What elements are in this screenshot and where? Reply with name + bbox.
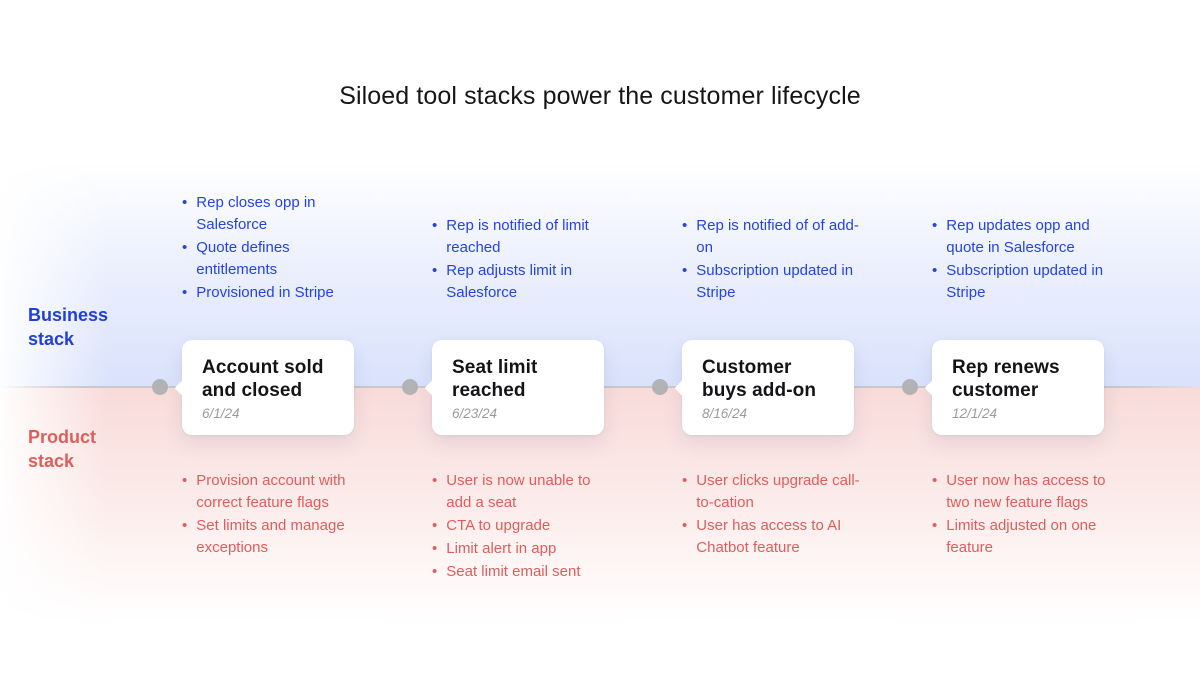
bullet-icon: • [932,517,938,534]
bullet-item: • Rep adjusts limit in Salesforce [432,260,610,304]
bullet-text: Provision account with correct feature f… [196,472,346,511]
milestone-card-renewal: Rep renews customer 12/1/24 [932,340,1104,435]
bullet-text: Limits adjusted on one feature [946,517,1097,556]
bullet-icon: • [682,517,688,534]
bullet-text: Rep is notified of of add-on [696,217,859,256]
milestone-card-account-sold: Account sold and closed 6/1/24 [182,340,354,435]
bullet-icon: • [432,563,438,580]
bullet-item: • Rep closes opp in Salesforce [182,192,360,236]
timeline-dot-1 [152,379,168,395]
milestone-card-seat-limit: Seat limit reached 6/23/24 [432,340,604,435]
bullet-item: • Rep updates opp and quote in Salesforce [932,215,1110,259]
bullet-text: Provisioned in Stripe [196,284,334,301]
bullet-text: Seat limit email sent [446,563,581,580]
product-items-renewal: • User now has access to two new feature … [932,470,1114,560]
bullet-item: • Limits adjusted on one feature [932,515,1114,559]
product-items-account-sold: • Provision account with correct feature … [182,470,364,560]
timeline-dot-2 [402,379,418,395]
bullet-text: User is now unable to add a seat [446,472,591,511]
bullet-text: User clicks upgrade call-to-cation [696,472,860,511]
bullet-item: • User now has access to two new feature … [932,470,1114,514]
bullet-item: • Set limits and manage exceptions [182,515,364,559]
bullet-icon: • [432,217,438,234]
business-items-add-on: • Rep is notified of of add-on • Subscripti… [682,185,860,305]
business-items-account-sold: • Rep closes opp in Salesforce • Quote defi… [182,185,360,305]
bullet-icon: • [432,517,438,534]
bullet-icon: • [682,217,688,234]
product-items-add-on: • User clicks upgrade call-to-cation • User… [682,470,864,560]
bullet-icon: • [182,517,188,534]
bullet-text: Rep closes opp in Salesforce [196,194,316,233]
bullet-item: • Rep is notified of limit reached [432,215,610,259]
bullet-item: • User is now unable to add a seat [432,470,614,514]
bullet-item: • Rep is notified of of add-on [682,215,860,259]
bullet-icon: • [182,284,188,301]
milestone-title: Customer buys add-on [702,357,817,401]
milestone-title: Seat limit reached [452,357,538,401]
page-title: Siloed tool stacks power the customer li… [339,82,861,110]
milestone-date: 6/23/24 [452,406,498,421]
bullet-icon: • [432,540,438,557]
bullet-text: Rep updates opp and quote in Salesforce [946,217,1090,256]
bullet-item: • Quote defines entitlements [182,237,360,281]
bullet-text: User has access to AI Chatbot feature [696,517,842,556]
milestone-date: 6/1/24 [202,406,240,421]
bullet-item: • Subscription updated in Stripe [932,260,1110,304]
bullet-text: CTA to upgrade [446,517,551,534]
bullet-icon: • [182,194,188,211]
milestone-date: 12/1/24 [952,406,998,421]
bullet-text: Rep is notified of limit reached [446,217,589,256]
bullet-item: • Limit alert in app [432,538,614,560]
bullet-icon: • [432,472,438,489]
product-items-seat-limit: • User is now unable to add a seat • CTA to… [432,470,614,584]
business-items-renewal: • Rep updates opp and quote in Salesforce… [932,185,1110,305]
bullet-icon: • [182,472,188,489]
bullet-icon: • [182,239,188,256]
business-stack-label: Business stack [28,305,109,349]
bullet-icon: • [932,262,938,279]
milestone-title: Rep renews customer [952,357,1060,401]
business-items-seat-limit: • Rep is notified of limit reached • Rep ad… [432,185,610,305]
bullet-text: Set limits and manage exceptions [196,517,345,556]
bullet-item: • Provision account with correct feature … [182,470,364,514]
bullet-icon: • [932,217,938,234]
bullet-text: Quote defines entitlements [196,239,290,278]
bullet-text: Subscription updated in Stripe [696,262,854,301]
bullet-item: • Seat limit email sent [432,561,614,583]
bullet-item: • User clicks upgrade call-to-cation [682,470,864,514]
milestone-date: 8/16/24 [702,406,748,421]
bullet-item: • User has access to AI Chatbot feature [682,515,864,559]
bullet-text: User now has access to two new feature f… [946,472,1106,511]
product-stack-label: Product stack [28,427,97,471]
bullet-item: • Subscription updated in Stripe [682,260,860,304]
timeline-dot-4 [902,379,918,395]
bullet-icon: • [682,472,688,489]
timeline-dot-3 [652,379,668,395]
bullet-icon: • [932,472,938,489]
milestone-title: Account sold and closed [202,357,324,401]
bullet-text: Limit alert in app [446,540,557,557]
bullet-text: Rep adjusts limit in Salesforce [446,262,573,301]
milestone-card-add-on: Customer buys add-on 8/16/24 [682,340,854,435]
bullet-text: Subscription updated in Stripe [946,262,1104,301]
bullet-icon: • [432,262,438,279]
bullet-item: • CTA to upgrade [432,515,614,537]
bullet-icon: • [682,262,688,279]
bullet-item: • Provisioned in Stripe [182,282,360,304]
